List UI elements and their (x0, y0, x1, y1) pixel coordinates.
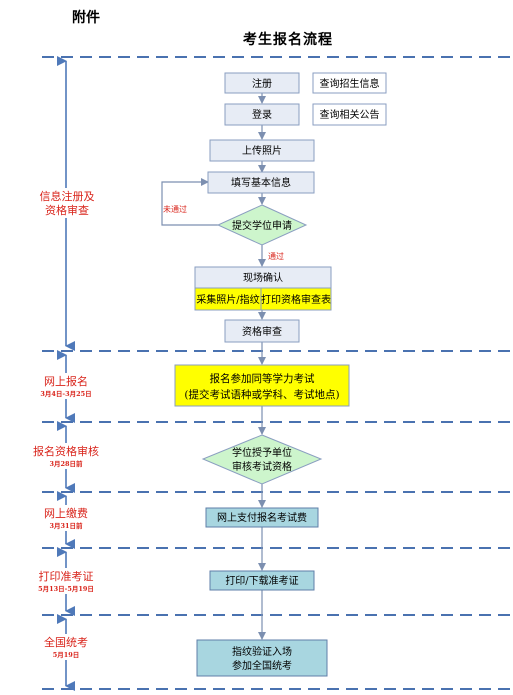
step-enter-exam: 指纹验证入场 参加全国统考 (196, 639, 328, 677)
step-unit-review: 学位授予单位 审核考试资格 (201, 434, 323, 485)
step-print-form-label: 打印资格审查表 (261, 293, 331, 306)
step-login: 登录 (224, 103, 300, 126)
step-print-ticket: 打印/下载准考证 (209, 570, 315, 591)
step-login-label: 登录 (252, 108, 272, 121)
step-apply-exam: 报名参加同等学力考试 (提交考试语种或学科、考试地点) (174, 364, 350, 407)
step-register-label: 注册 (252, 77, 272, 90)
attachment-label: 附件 (72, 9, 100, 26)
step-enter-line2: 参加全国统考 (232, 659, 292, 672)
step-pay-fee-label: 网上支付报名考试费 (217, 511, 307, 524)
arrow-not-passed-loop (161, 178, 218, 226)
step-fill-info: 填写基本信息 (207, 171, 315, 194)
phase-3-label: 报名资格审核 (33, 444, 99, 458)
step-enter-line1: 指纹验证入场 (232, 645, 292, 658)
not-passed-label: 未通过 (163, 204, 187, 214)
step-submit-application-label: 提交学位申请 (232, 219, 292, 232)
step-submit-application: 提交学位申请 (216, 204, 308, 246)
step-qualification-review: 资格审查 (224, 319, 300, 343)
phase-2-date: 3月4日-3月25日 (40, 390, 91, 398)
flow-connectors (161, 93, 266, 640)
step-query-notice: 查询相关公告 (312, 103, 387, 126)
phase-4-label: 网上缴费 (44, 506, 88, 520)
step-query-info: 查询招生信息 (312, 72, 387, 94)
phase-1-label-line2: 资格审查 (45, 203, 89, 217)
phase-labels: 信息注册及 资格审查 网上报名 3月4日-3月25日 报名资格审核 3月28日前… (30, 188, 104, 660)
step-apply-exam-line1: 报名参加同等学力考试 (210, 372, 315, 385)
step-qualification-review-label: 资格审查 (242, 325, 282, 338)
phase-6-label: 全国统考 (44, 635, 88, 649)
phase-3-date: 3月28日前 (49, 459, 83, 468)
phase-separators (42, 56, 512, 690)
step-onsite-confirm-label: 现场确认 (243, 271, 283, 284)
phase-4-date: 3月31日前 (49, 521, 83, 530)
phase-2-label: 网上报名 (44, 374, 88, 388)
phase-5-date: 5月13日-5月19日 (38, 585, 94, 593)
phase-1-label-line1: 信息注册及 (40, 189, 95, 203)
step-collect-photo-label: 采集照片/指纹 (196, 293, 259, 306)
page-title: 考生报名流程 (243, 31, 333, 48)
step-upload-photo-label: 上传照片 (242, 144, 282, 157)
step-upload-photo: 上传照片 (209, 139, 315, 162)
step-onsite-confirm: 现场确认 采集照片/指纹 打印资格审查表 (194, 266, 332, 311)
step-print-ticket-label: 打印/下载准考证 (225, 574, 298, 587)
step-query-info-label: 查询招生信息 (320, 77, 380, 90)
step-register: 注册 (224, 72, 300, 94)
step-fill-info-label: 填写基本信息 (231, 176, 291, 189)
passed-label: 通过 (268, 251, 284, 261)
phase-5-label: 打印准考证 (39, 569, 94, 583)
step-apply-exam-line2: (提交考试语种或学科、考试地点) (184, 388, 339, 401)
step-query-notice-label: 查询相关公告 (320, 108, 380, 121)
step-unit-review-line2: 审核考试资格 (232, 460, 292, 473)
phase-6-date: 5月19日 (53, 651, 80, 659)
step-pay-fee: 网上支付报名考试费 (205, 507, 319, 528)
step-unit-review-line1: 学位授予单位 (232, 446, 292, 459)
